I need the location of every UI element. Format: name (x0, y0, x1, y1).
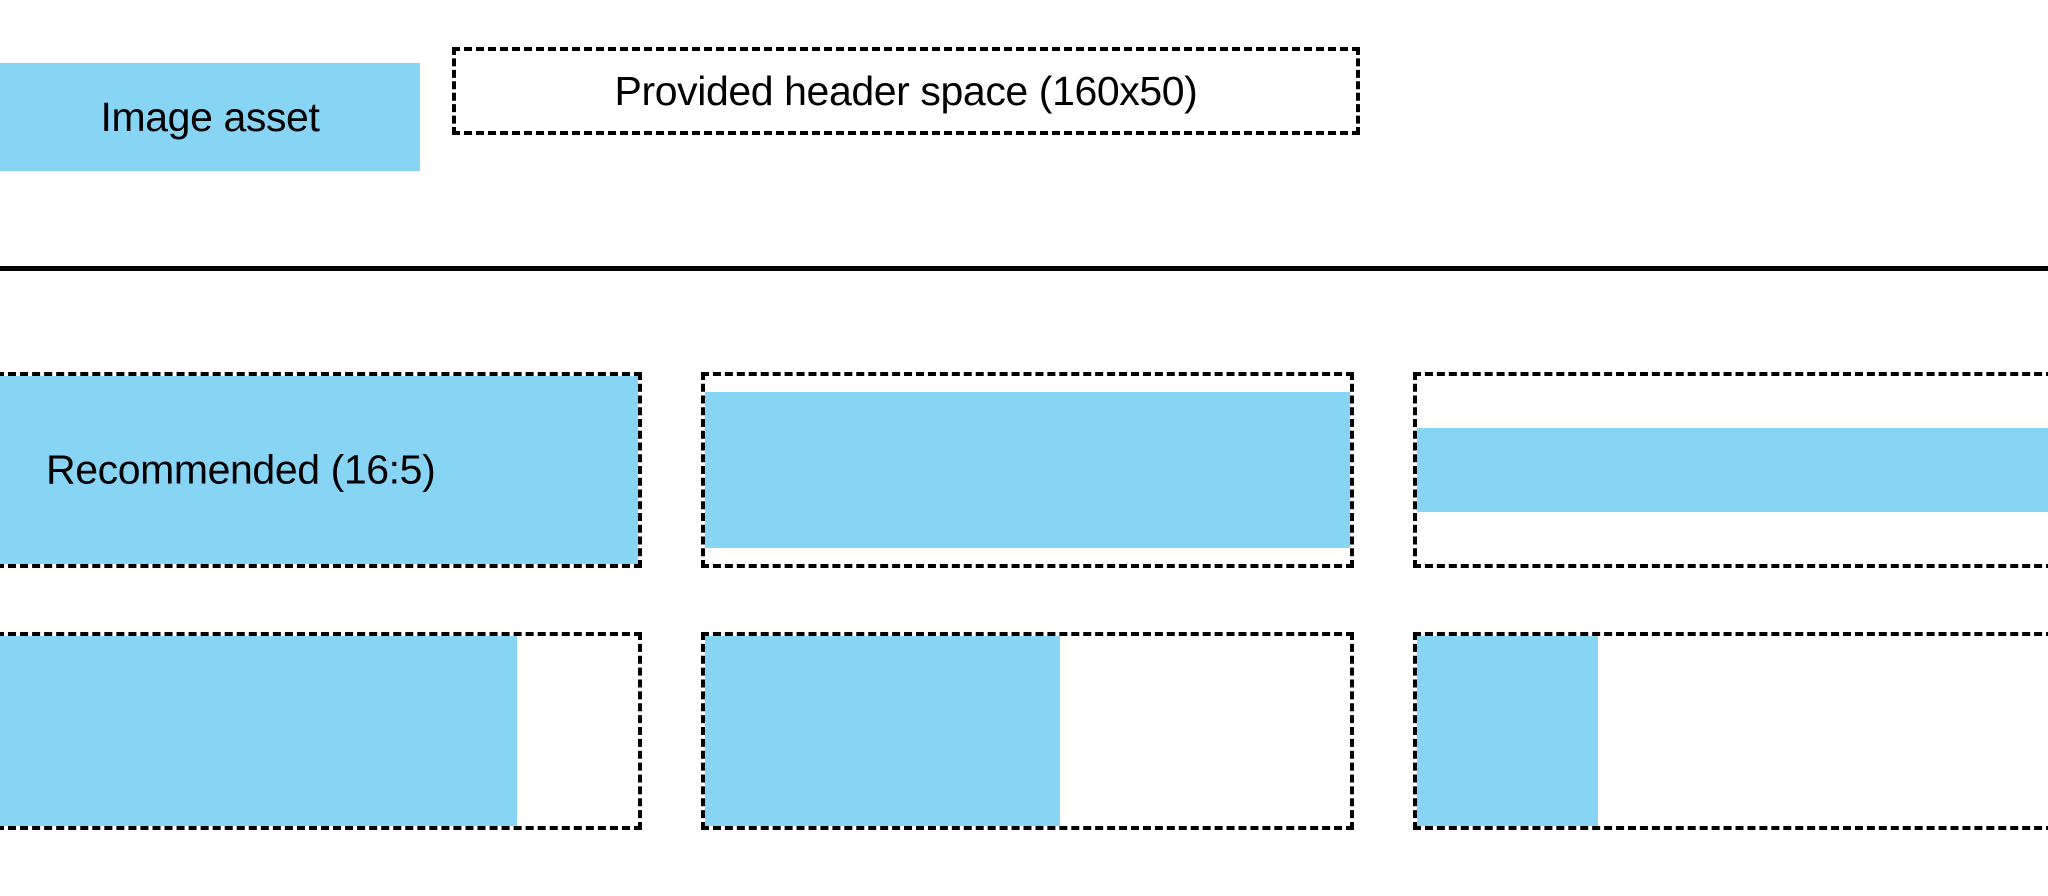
image-asset-swatch: Image asset (0, 63, 420, 171)
image-asset-label: Image asset (100, 93, 320, 140)
sample-narrow-80 (0, 632, 642, 830)
asset-fill (0, 636, 517, 826)
sample-wide-inset-vertical (701, 372, 1354, 568)
sample-caption: Recommended (16:5) (46, 446, 436, 493)
sample-recommended-16-5: Recommended (16:5) (0, 372, 642, 568)
sample-wide-thin-band (1413, 372, 2048, 568)
section-divider (0, 266, 2048, 271)
asset-fill (705, 636, 1060, 826)
provided-header-space-label: Provided header space (160x50) (614, 67, 1198, 114)
asset-fill (705, 391, 1350, 548)
asset-fill (1417, 636, 1598, 826)
asset-fill (1417, 427, 2048, 513)
provided-header-space-slot: Provided header space (160x50) (452, 47, 1360, 135)
asset-fill (0, 376, 638, 564)
sample-narrow-55 (701, 632, 1354, 830)
legend-band: Image asset Provided header space (160x5… (0, 0, 2048, 271)
sample-narrow-28 (1413, 632, 2048, 830)
